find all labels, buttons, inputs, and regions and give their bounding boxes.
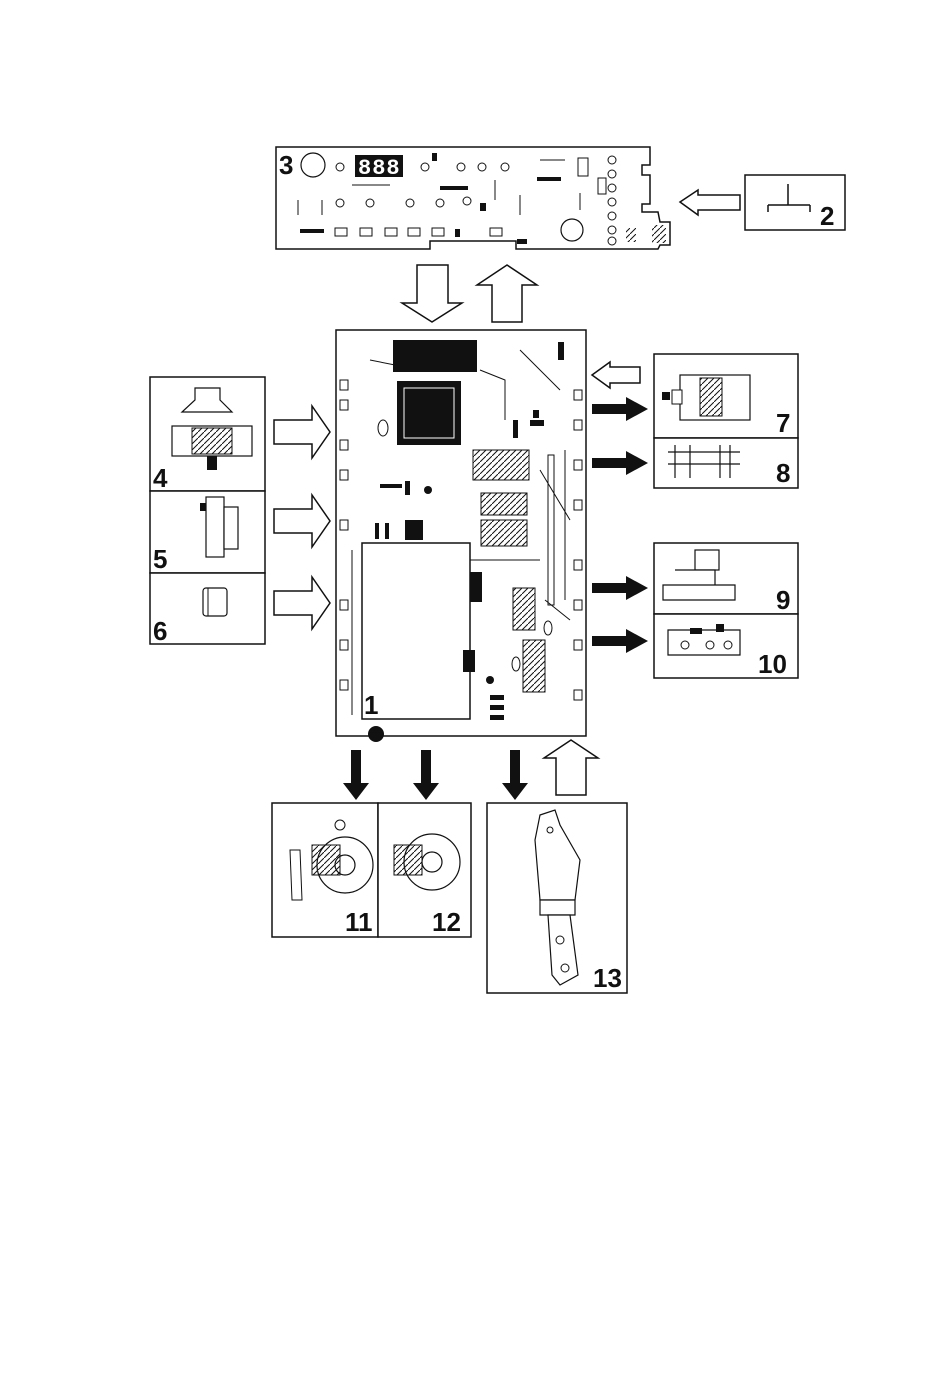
motor-box: 7: [654, 354, 798, 438]
label-6: 6: [153, 616, 167, 646]
arrow-1-to-8: [592, 451, 648, 475]
arrow-3-to-1: [402, 265, 462, 322]
switch-unit-box: 10: [654, 614, 798, 679]
pressure-switch-box: 4: [150, 377, 265, 493]
selector: 2: [745, 175, 845, 231]
label-10: 10: [758, 649, 787, 679]
arrow-5-to-1: [274, 495, 330, 547]
label-5: 5: [153, 544, 167, 574]
label-3: 3: [279, 150, 293, 180]
arrow-1-to-7: [592, 397, 648, 421]
arrow-6-to-1: [274, 577, 330, 629]
temp-sensor-box: 6: [150, 573, 265, 646]
label-4: 4: [153, 463, 168, 493]
arrow-1-to-3: [477, 265, 537, 322]
arrow-2-to-3: [680, 190, 740, 215]
label-13: 13: [593, 963, 622, 993]
label-1: 1: [364, 690, 378, 720]
label-11: 11: [345, 907, 373, 937]
arrow-in-to-1: [592, 362, 640, 388]
arrow-13-to-1: [544, 740, 598, 795]
arrow-1-to-9: [592, 576, 648, 600]
door-lock-box: 13: [487, 803, 627, 993]
label-7: 7: [776, 408, 790, 438]
arrow-1-to-10: [592, 629, 648, 653]
arrow-4-to-1: [274, 406, 330, 458]
label-8: 8: [776, 458, 790, 488]
drain-pump-box: 11: [272, 803, 378, 937]
main-board: 1: [336, 330, 586, 742]
circulation-pump-box: 12: [378, 803, 471, 937]
display-digits: 888: [358, 156, 401, 181]
solenoid-valve-box: 9: [654, 543, 798, 615]
display-board: 888: [276, 147, 670, 249]
label-12: 12: [432, 907, 461, 937]
arrow-1-to-12: [413, 750, 439, 800]
turbidity-sensor-box: 5: [150, 491, 265, 574]
arrow-1-to-13: [502, 750, 528, 800]
label-2: 2: [820, 201, 834, 231]
arrow-1-to-11: [343, 750, 369, 800]
label-9: 9: [776, 585, 790, 615]
heater-box: 8: [654, 438, 798, 488]
